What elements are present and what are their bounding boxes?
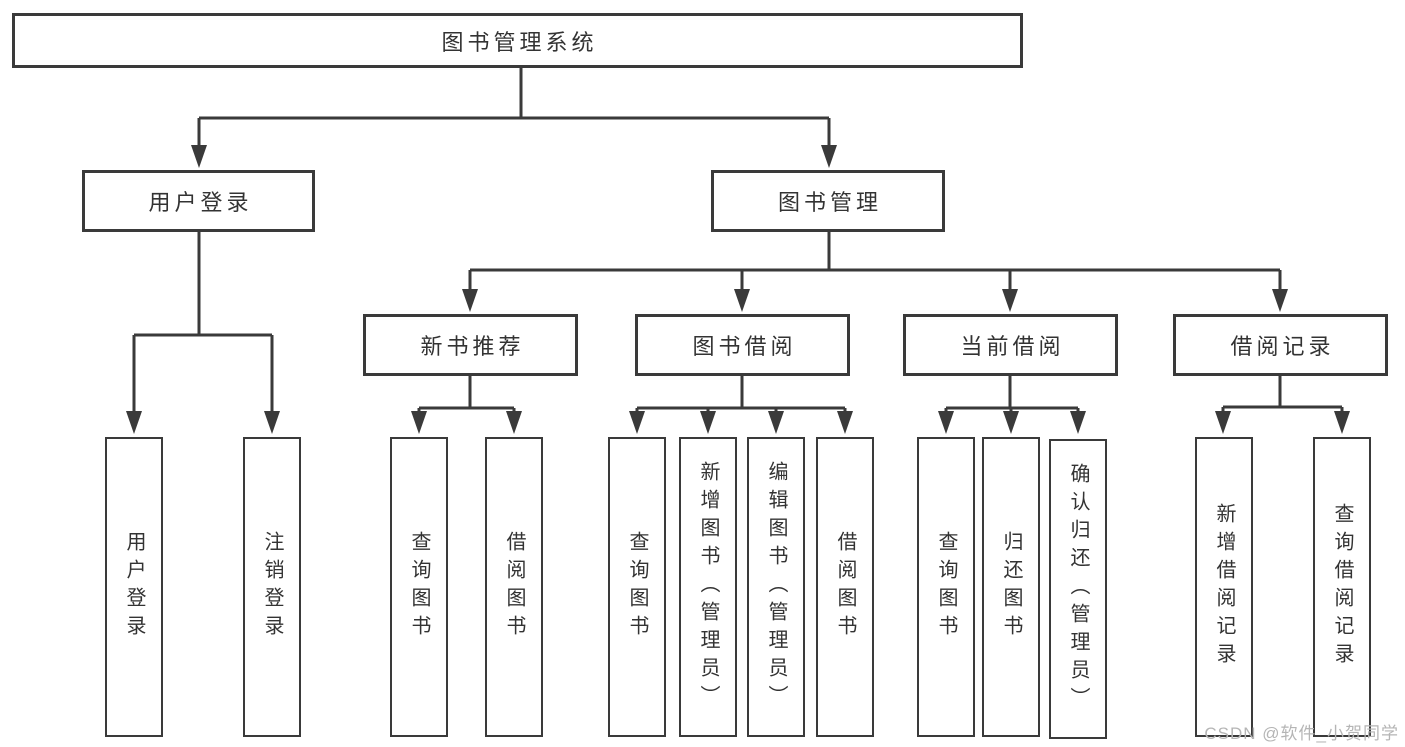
node-label: 查询图书 [935,531,957,643]
node-borrowing-records: 借阅记录 [1173,314,1388,376]
watermark: CSDN @软件_小贺同学 [1204,724,1399,743]
node-leaf-query-books: 查询图书 [608,437,666,737]
node-label: 图书管理系统 [441,29,598,55]
node-book-borrowing: 图书借阅 [635,314,850,376]
node-label: 编辑图书（管理员） [765,461,787,713]
arrowhead [821,145,837,168]
arrowhead [1070,411,1086,434]
node-leaf-return-books: 归还图书 [982,437,1040,737]
node-leaf-user-login: 用户登录 [105,437,163,737]
node-label: 查询借阅记录 [1331,503,1353,671]
node-label: 查询图书 [408,531,430,643]
node-label: 用户登录 [148,190,253,215]
node-leaf-borrow-books: 借阅图书 [485,437,543,737]
node-label: 归还图书 [1000,531,1022,643]
node-label: 用户登录 [123,531,145,643]
node-label: 图书借阅 [692,334,797,359]
node-leaf-query-books: 查询图书 [917,437,975,737]
arrowhead [264,411,280,434]
node-label: 借阅图书 [503,531,525,643]
arrowhead [1215,411,1231,434]
arrowhead [700,411,716,434]
connector-book-borrow-to-leaves [629,376,853,434]
node-label: 注销登录 [261,531,283,643]
node-label: 新增图书（管理员） [697,461,719,713]
node-label: 图书管理 [777,190,882,215]
node-leaf-logout: 注销登录 [243,437,301,737]
connector-root-to-level2 [191,68,837,168]
arrowhead [1002,289,1018,312]
arrowhead [1272,289,1288,312]
node-label: 当前借阅 [960,334,1065,359]
node-new-book-recommend: 新书推荐 [363,314,578,376]
node-leaf-query-books: 查询图书 [390,437,448,737]
node-book-management: 图书管理 [711,170,945,232]
node-root-library-system: 图书管理系统 [12,13,1023,68]
node-current-borrowing: 当前借阅 [903,314,1118,376]
arrowhead [126,411,142,434]
arrowhead [768,411,784,434]
node-label: 新增借阅记录 [1213,503,1235,671]
node-leaf-add-borrow-record: 新增借阅记录 [1195,437,1253,737]
connector-new-books-to-leaves [411,376,522,434]
node-label: 借阅记录 [1230,334,1335,359]
connector-book-mgmt-to-level3 [462,232,1288,312]
node-user-login: 用户登录 [82,170,315,232]
node-label: 确认归还（管理员） [1067,463,1089,715]
arrowhead [411,411,427,434]
connector-current-borrow-to-leaves [938,376,1086,434]
node-leaf-borrow-books: 借阅图书 [816,437,874,737]
arrowhead [1334,411,1350,434]
node-label: 查询图书 [626,531,648,643]
arrowhead [734,289,750,312]
node-leaf-confirm-return-admin: 确认归还（管理员） [1049,439,1107,739]
node-leaf-add-books-admin: 新增图书（管理员） [679,437,737,737]
arrowhead [938,411,954,434]
connector-borrow-records-to-leaves [1215,376,1350,434]
node-label: 新书推荐 [420,334,525,359]
arrowhead [191,145,207,168]
connector-user-login-to-leaves [126,232,280,434]
arrowhead [462,289,478,312]
arrowhead [506,411,522,434]
arrowhead [1003,411,1019,434]
node-leaf-query-borrow-record: 查询借阅记录 [1313,437,1371,737]
arrowhead [629,411,645,434]
node-leaf-edit-books-admin: 编辑图书（管理员） [747,437,805,737]
node-label: 借阅图书 [834,531,856,643]
arrowhead [837,411,853,434]
